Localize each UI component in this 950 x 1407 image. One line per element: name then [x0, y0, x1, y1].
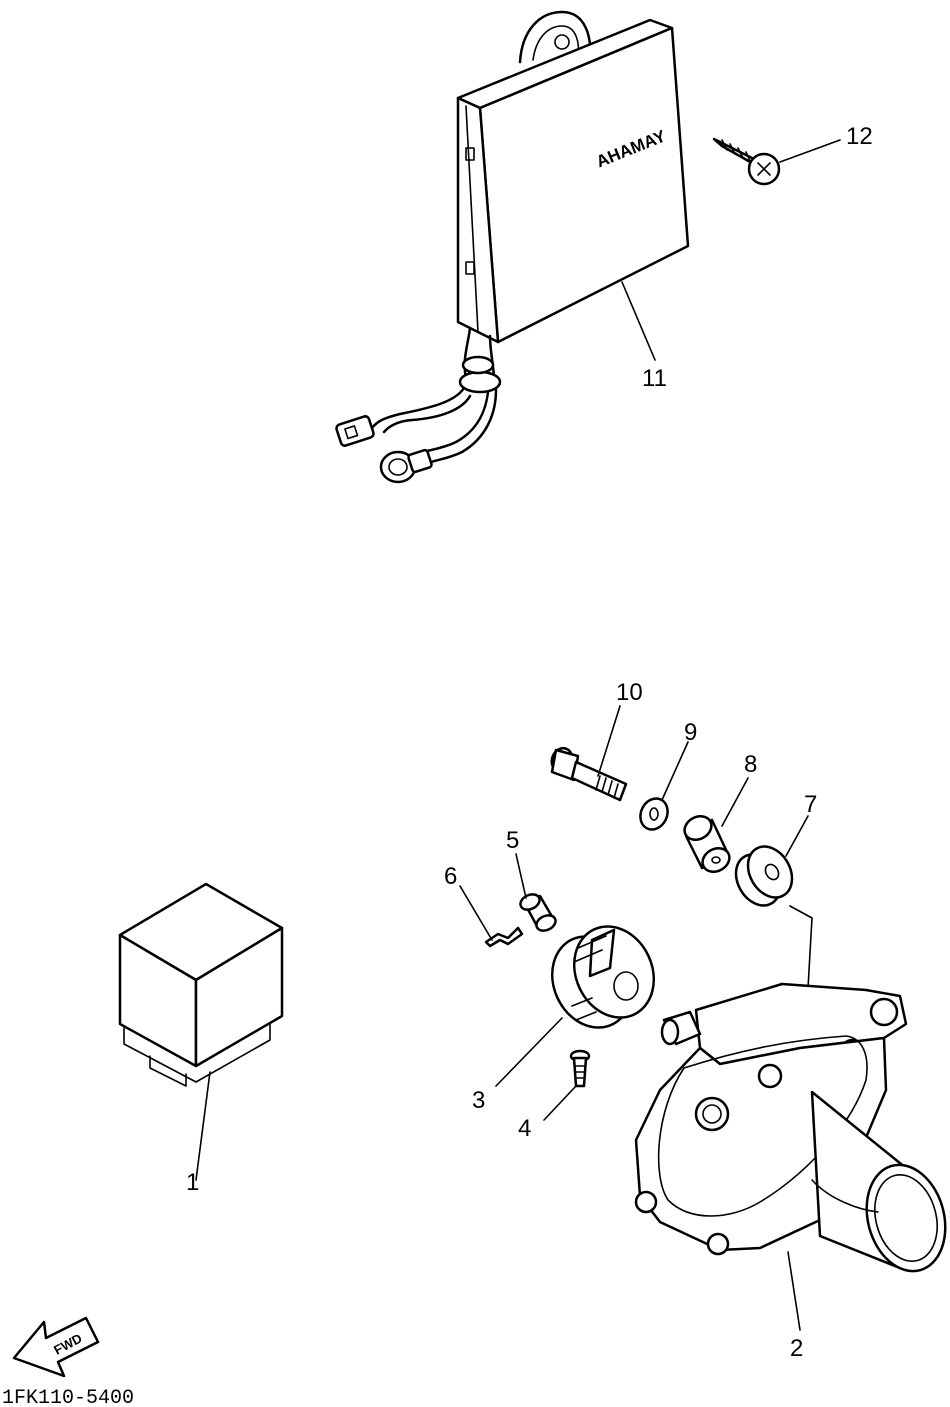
part-2-servo-motor	[634, 982, 947, 1331]
part-4-screw	[543, 1049, 591, 1121]
part-6-clip	[459, 885, 524, 948]
callout-6: 6	[444, 863, 457, 890]
callout-2: 2	[790, 1335, 803, 1362]
callout-7: 7	[804, 791, 817, 818]
callout-12: 12	[846, 123, 873, 150]
part-3-rotor	[495, 925, 656, 1087]
callout-8: 8	[744, 751, 757, 778]
forward-arrow-icon: FWD	[12, 1316, 100, 1378]
callout-11: 11	[642, 365, 667, 392]
part-12-screw	[712, 137, 841, 186]
callout-9: 9	[684, 719, 697, 746]
callout-1: 1	[186, 1169, 199, 1196]
part-1-relay	[118, 882, 284, 1181]
callout-3: 3	[472, 1087, 485, 1114]
part-8-collar	[683, 777, 749, 873]
callout-10: 10	[616, 679, 643, 706]
callout-4: 4	[518, 1115, 531, 1142]
part-9-washer	[639, 741, 689, 831]
part-11-control-unit: YAMAHA	[335, 10, 690, 484]
part-5-cap	[515, 853, 557, 932]
callout-5: 5	[506, 827, 519, 854]
part-7-grommet	[734, 815, 829, 999]
diagram-code: 1FK110-5400	[2, 1387, 134, 1407]
part-10-bolt	[550, 705, 628, 802]
